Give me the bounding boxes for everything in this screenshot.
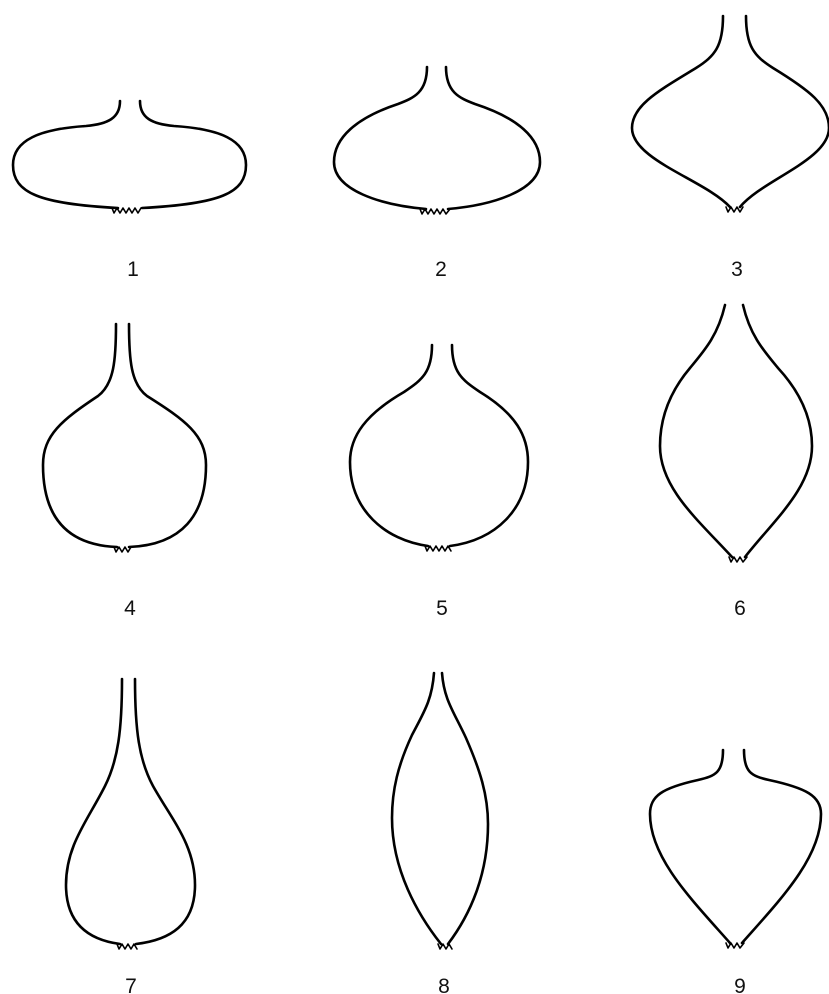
bulb-shape-9 [650, 750, 821, 948]
bulb-shape-2 [334, 67, 540, 214]
shape-label-6: 6 [734, 597, 746, 620]
shape-label-7: 7 [125, 975, 137, 994]
shape-label-8: 8 [438, 975, 450, 994]
shape-label-3: 3 [731, 258, 743, 281]
bulb-shape-3 [632, 16, 829, 212]
shape-label-4: 4 [124, 597, 136, 620]
shape-label-1: 1 [127, 258, 139, 281]
bulb-shape-4 [43, 324, 206, 552]
bulb-shape-6 [660, 305, 812, 562]
shape-label-9: 9 [734, 975, 746, 994]
shape-label-2: 2 [435, 258, 447, 281]
bulb-shape-8 [392, 673, 488, 949]
bulb-shape-5 [350, 345, 528, 551]
bulb-shape-7 [66, 679, 195, 949]
bulb-shape-1 [13, 101, 246, 213]
shape-label-5: 5 [436, 597, 448, 620]
